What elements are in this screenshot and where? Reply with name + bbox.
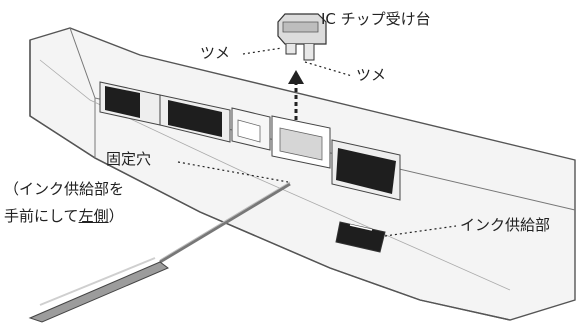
chip-holder-slot — [271, 115, 331, 169]
tab-right-label: ツメ — [356, 66, 387, 84]
cartridge-slot-black — [331, 139, 401, 201]
leader-lines — [177, 47, 457, 237]
chip-holder-label: IC チップ受け台 — [321, 10, 431, 28]
cartridge-slot-2 — [159, 94, 231, 143]
lift-arrow — [288, 70, 304, 120]
fixing-hole-label: 固定穴 — [106, 150, 152, 168]
fixing-hole-note-line1: （インク供給部を — [4, 180, 125, 198]
ink-supply-port — [335, 221, 386, 253]
note-pre: 手前にして — [4, 207, 79, 225]
note-post: ） — [108, 207, 124, 225]
tab-left-label: ツメ — [200, 44, 231, 62]
cartridge-slot-1 — [99, 81, 161, 126]
cartridge-slot-3 — [231, 107, 271, 151]
screwdriver-icon — [28, 181, 291, 323]
ink-supply-label: インク供給部 — [460, 216, 551, 234]
fixing-hole-note-line2: 手前にして左側） — [4, 207, 124, 225]
note-left-side: 左側 — [78, 207, 109, 225]
ic-chip-holder-part — [277, 13, 327, 61]
